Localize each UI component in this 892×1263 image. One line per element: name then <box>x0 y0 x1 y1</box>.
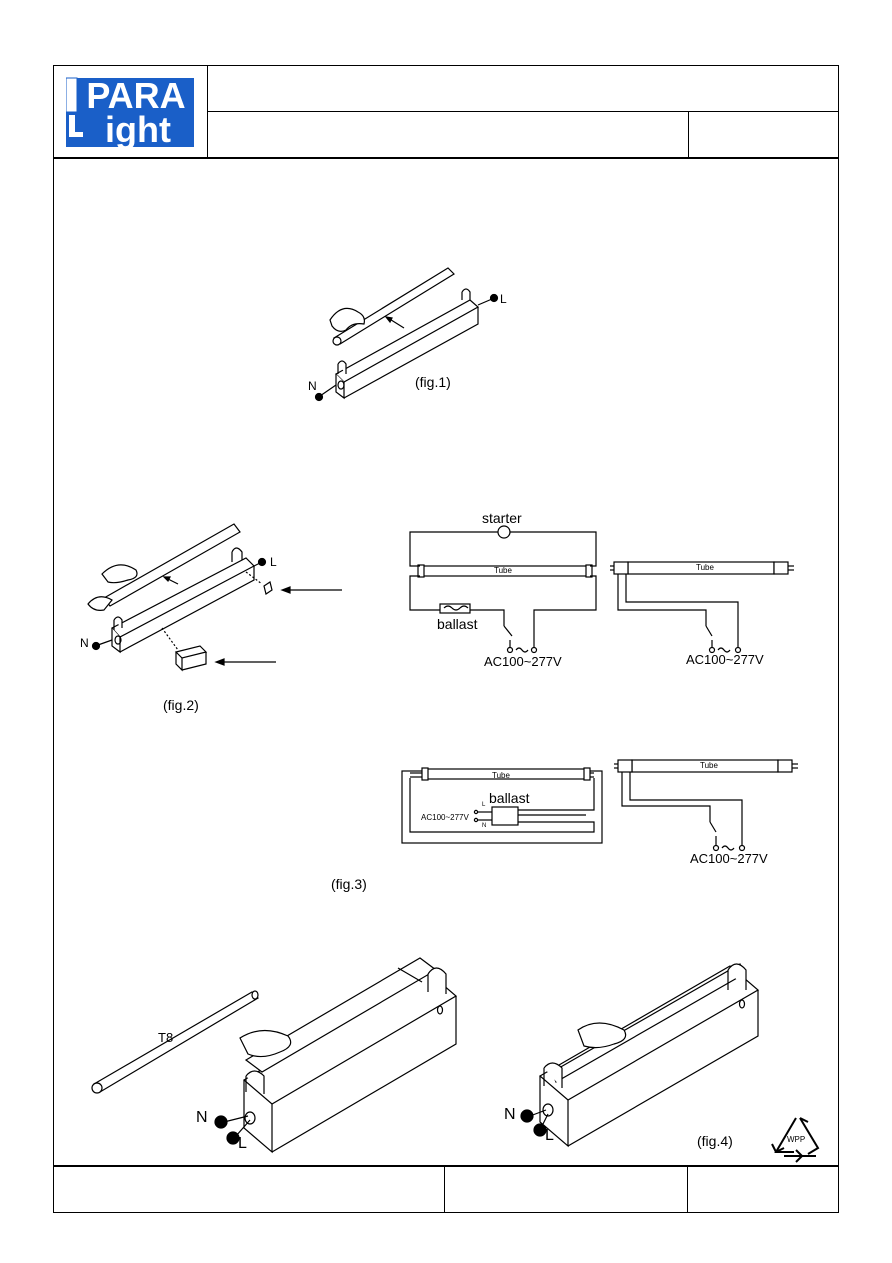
fig4-right-l-label: L <box>545 1127 554 1144</box>
fig4-left-l-label: L <box>238 1135 247 1152</box>
fig4-right-n-label: N <box>504 1106 516 1123</box>
circuit3-ballast-label: ballast <box>489 790 530 806</box>
header-hdivider <box>207 111 839 112</box>
circuit1-ballast-label: ballast <box>437 616 478 632</box>
recycle-label: WPP <box>787 1135 806 1144</box>
fig1-label-n: N <box>308 379 317 393</box>
fig1-label-l: L <box>500 292 507 306</box>
circuit1-starter-label: starter <box>482 510 522 526</box>
header-bottom <box>53 157 839 159</box>
recycle-icon <box>771 1117 820 1163</box>
fig4-left-n-label: N <box>196 1109 208 1126</box>
page-frame <box>53 65 839 1213</box>
logo-text-top: PARA <box>86 75 185 116</box>
circuit3-n-label: N <box>482 823 487 829</box>
circuit4 <box>614 759 798 852</box>
circuit3-voltage-label: AC100~277V <box>421 813 469 822</box>
fig2-fixture <box>87 523 342 672</box>
fig1-fixture <box>314 267 499 402</box>
fig2-label-l: L <box>270 555 277 569</box>
footer-vdivider-2 <box>687 1165 688 1213</box>
fig4-left <box>91 957 458 1154</box>
circuit4-voltage-label: AC100~277V <box>690 851 768 866</box>
footer-top <box>53 1165 839 1167</box>
circuit3 <box>401 767 603 844</box>
fig1-caption: (fig.1) <box>415 374 451 390</box>
circuit2-voltage-label: AC100~277V <box>686 652 764 667</box>
circuit2 <box>610 561 794 654</box>
circuit1 <box>409 525 597 654</box>
fig4-right <box>520 963 760 1148</box>
circuit2-tube-label: Tube <box>696 563 714 572</box>
fig4-caption: (fig.4) <box>697 1133 733 1149</box>
circuit4-tube-label: Tube <box>700 761 718 770</box>
fig4-t8-label: T8 <box>158 1030 174 1045</box>
circuit3-tube-label: Tube <box>492 771 510 780</box>
fig2-label-n: N <box>80 636 89 650</box>
paralight-logo: PARA ight <box>66 75 195 148</box>
footer-vdivider-1 <box>444 1165 445 1213</box>
header-vdivider-right <box>688 111 689 158</box>
circuit1-voltage-label: AC100~277V <box>484 654 562 669</box>
logo-text-bottom: ight <box>105 109 171 148</box>
circuit3-l-label: L <box>482 802 486 808</box>
fig3-caption: (fig.3) <box>331 876 367 892</box>
fig2-caption: (fig.2) <box>163 697 199 713</box>
circuit1-tube-label: Tube <box>494 566 512 575</box>
